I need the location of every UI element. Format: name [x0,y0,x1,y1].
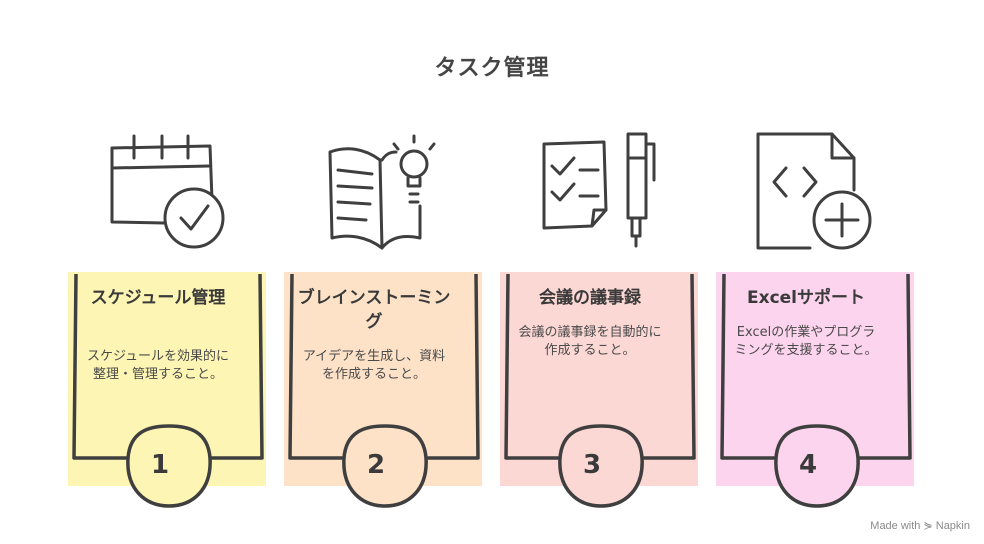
card-meeting-minutes: 会議の議事録 会議の議事録を自動的に作成すること。 3 [494,262,704,510]
card-number: 4 [798,450,818,480]
card-description: Excelの作業やプログラミングを支援すること。 [734,325,878,358]
card-schedule-management: スケジュール管理 スケジュールを効果的に整理・管理すること。 1 [62,262,272,510]
book-lightbulb-icon [328,134,436,250]
card-title: スケジュール管理 [90,288,226,308]
card-description: スケジュールを効果的に整理・管理すること。 [86,349,230,382]
code-file-plus-icon [756,132,872,250]
card-title: 会議の議事録 [539,288,641,308]
card-brainstorming: ブレインストーミング アイデアを生成し、資料を作成すること。 2 [278,262,488,510]
card-description: 会議の議事録を自動的に作成すること。 [518,325,662,358]
card-number: 2 [366,450,386,480]
card-number: 1 [150,450,170,480]
card-title: ブレインストーミング [297,288,451,332]
napkin-watermark: Made with ⋟ Napkin [870,520,970,532]
checklist-pen-icon [542,132,656,248]
diagram-title: タスク管理 [434,56,550,81]
calendar-check-icon [110,134,225,249]
card-title: Excelサポート [746,288,865,308]
card-description: アイデアを生成し、資料を作成すること。 [302,349,446,382]
card-excel-support: Excelサポート Excelの作業やプログラミングを支援すること。 4 [710,262,920,510]
card-number: 3 [582,450,602,480]
